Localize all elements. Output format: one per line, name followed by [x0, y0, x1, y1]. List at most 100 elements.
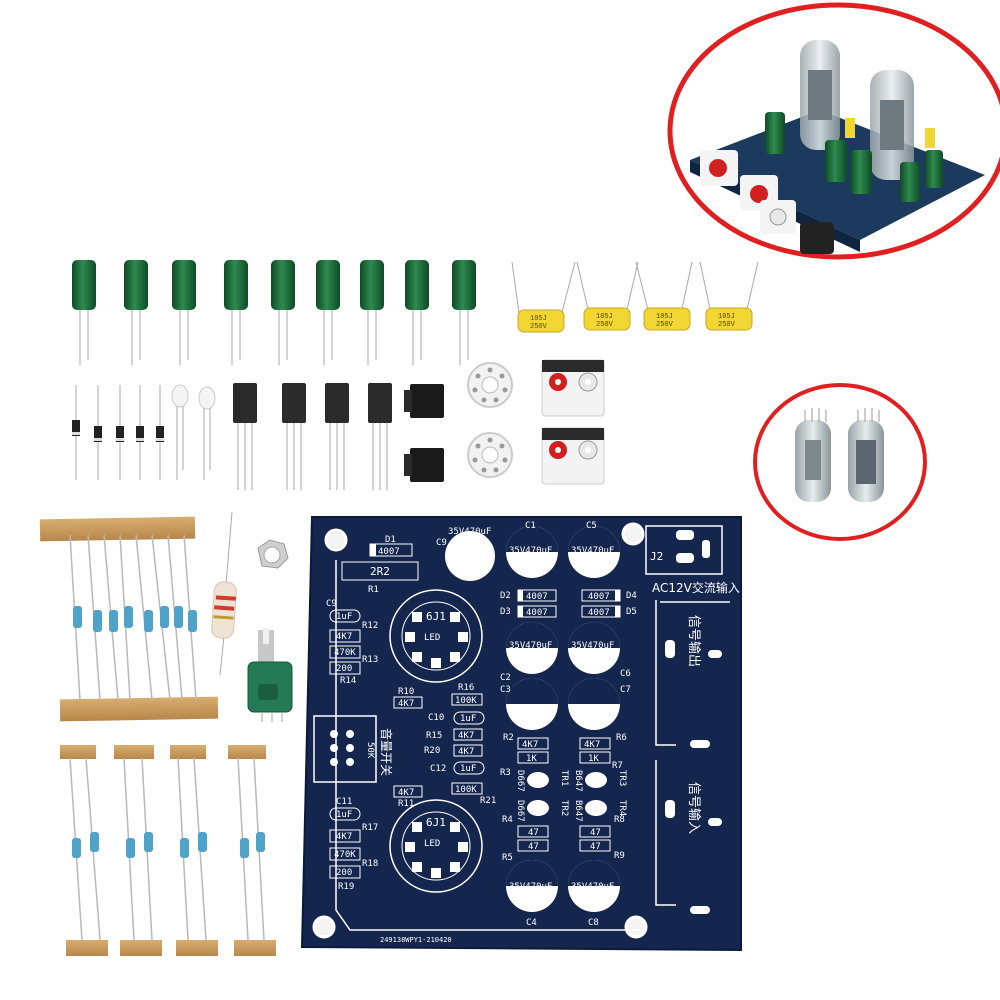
r12-value: 4K7 [336, 632, 352, 642]
resistor-footprints-top-left: C9 1uF 4K7 R12 470K R13 200 R14 [326, 599, 378, 686]
tube-highlight-circle [753, 383, 927, 541]
r6-label: R6 [616, 733, 627, 743]
film-cap-voltage: 250V [596, 321, 614, 329]
film-cap-code: 105J [530, 315, 547, 323]
leds-group [171, 384, 216, 480]
dc-jack-top [404, 384, 444, 418]
tr3-label: TR3 [617, 770, 627, 786]
cap-footprint-c1: C1 35V470uF [506, 521, 558, 578]
c6-label: C6 [620, 669, 631, 679]
c11-label: C11 [336, 797, 352, 807]
transistor-code-3: B647 [573, 770, 583, 792]
r10-value: 4K7 [398, 699, 414, 709]
ac-input-label: AC12V交流输入 [652, 580, 740, 595]
cap-footprint-c5: C5 35V470uF [568, 521, 620, 578]
d1-label: D1 [385, 535, 396, 545]
r19-label: R19 [338, 882, 354, 892]
j2-label: J2 [650, 550, 663, 563]
r11-value: 4K7 [398, 788, 414, 798]
assembled-board-inset [667, 2, 1000, 260]
r14-value: 200 [336, 664, 352, 674]
c9-small-label: C9 [326, 599, 337, 609]
film-capacitor-row: 105J 250V 105J 250V 105J 250V 105J 250V [511, 261, 759, 333]
r1-value: 2R2 [370, 565, 390, 578]
r21-value: 100K [455, 785, 477, 795]
tube-socket-top [467, 362, 513, 408]
hex-nut [257, 539, 289, 569]
vacuum-tubes-inset [753, 383, 927, 541]
resistor-strips-small [60, 745, 276, 956]
tube-socket-bottom [467, 432, 513, 478]
r14-label: R14 [340, 676, 356, 686]
r21-label: R21 [480, 796, 496, 806]
diodes-group [72, 385, 164, 480]
potentiometer [247, 628, 293, 722]
cap-footprint-c2: 35V470uF C2 [500, 622, 558, 683]
mounting-hole [312, 915, 336, 939]
dc-jack-bottom [404, 448, 444, 482]
electrolytic-capacitor [405, 260, 429, 365]
electrolytic-capacitor [124, 260, 148, 365]
r15-label: R15 [426, 731, 442, 741]
led [198, 386, 216, 480]
d3-label: D3 [500, 607, 511, 617]
tr4-label: TR4 [617, 800, 627, 816]
c5-label: C5 [586, 521, 597, 531]
c1-value: 35V470uF [509, 546, 552, 556]
led-label-top: LED [424, 633, 440, 643]
r20-value: 4K7 [458, 747, 474, 757]
transistor-code-4: B647 [573, 800, 583, 822]
d4-value: 4007 [588, 592, 610, 602]
c10-label: C10 [428, 713, 444, 723]
film-capacitor: 105J 250V [635, 261, 693, 331]
r10-label: R10 [398, 687, 414, 697]
film-cap-code: 105J [718, 313, 735, 321]
tube-label-bottom: 6J1 [426, 816, 446, 829]
r16-value: 100K [455, 696, 477, 706]
r13-value: 470K [334, 648, 356, 658]
r5-label: R5 [502, 853, 513, 863]
mounting-hole [621, 522, 645, 546]
c10-value: 1uF [460, 714, 476, 724]
r2-label: R2 [503, 733, 514, 743]
d2-value: 4007 [526, 592, 548, 602]
film-capacitor: 105J 250V [576, 261, 639, 331]
pot-footprint: 50K 音量开关 [313, 715, 394, 783]
c6-value: 35V470uF [571, 641, 614, 651]
diode [156, 385, 164, 480]
vacuum-tube [848, 408, 884, 502]
led [171, 384, 189, 480]
diode [116, 385, 124, 480]
resistor-footprints-middle: R10 4K7 R16 100K C10 1uF R15 4K7 R20 4K7… [393, 683, 496, 809]
film-cap-voltage: 250V [656, 321, 674, 329]
cap-footprint-c8: 35V470uF C8 [568, 860, 620, 928]
r8-value: 47 [590, 828, 601, 838]
c9-value: 35V470uF [448, 527, 491, 537]
transistor [282, 383, 306, 490]
d4-label: D4 [626, 591, 637, 601]
r5-value: 47 [528, 842, 539, 852]
c9-label: C9 [436, 538, 447, 548]
tr2-label: TR2 [559, 800, 569, 816]
electrolytic-capacitor [72, 260, 96, 365]
transistor-code-1: D667 [515, 770, 525, 792]
r7-value: 1K [588, 754, 599, 764]
c7-label: C7 [620, 685, 631, 695]
transistor-area: R2 4K7 R3 1K 4K7 R6 1K R7 D667 D667 TR1 … [500, 733, 627, 863]
tr1-label: TR1 [559, 770, 569, 786]
r7-label: R7 [612, 761, 623, 771]
c12-value: 1uF [460, 764, 476, 774]
r11-label: R11 [398, 799, 414, 809]
diode [72, 385, 80, 480]
film-cap-voltage: 250V [718, 321, 736, 329]
electrolytic-capacitor [316, 260, 340, 365]
d5-value: 4007 [588, 608, 610, 618]
pcb-board: J2 AC12V交流输入 信号输出 信号输入 D1 4007 2R2 R1 35… [300, 516, 742, 952]
film-cap-voltage: 250V [530, 323, 548, 331]
c5-value: 35V470uF [571, 546, 614, 556]
led-label-bottom: LED [424, 839, 440, 849]
r13-label: R13 [362, 655, 378, 665]
cap-footprint-c3: C3 [500, 678, 558, 730]
r1-label: R1 [368, 585, 379, 595]
diode [136, 385, 144, 480]
